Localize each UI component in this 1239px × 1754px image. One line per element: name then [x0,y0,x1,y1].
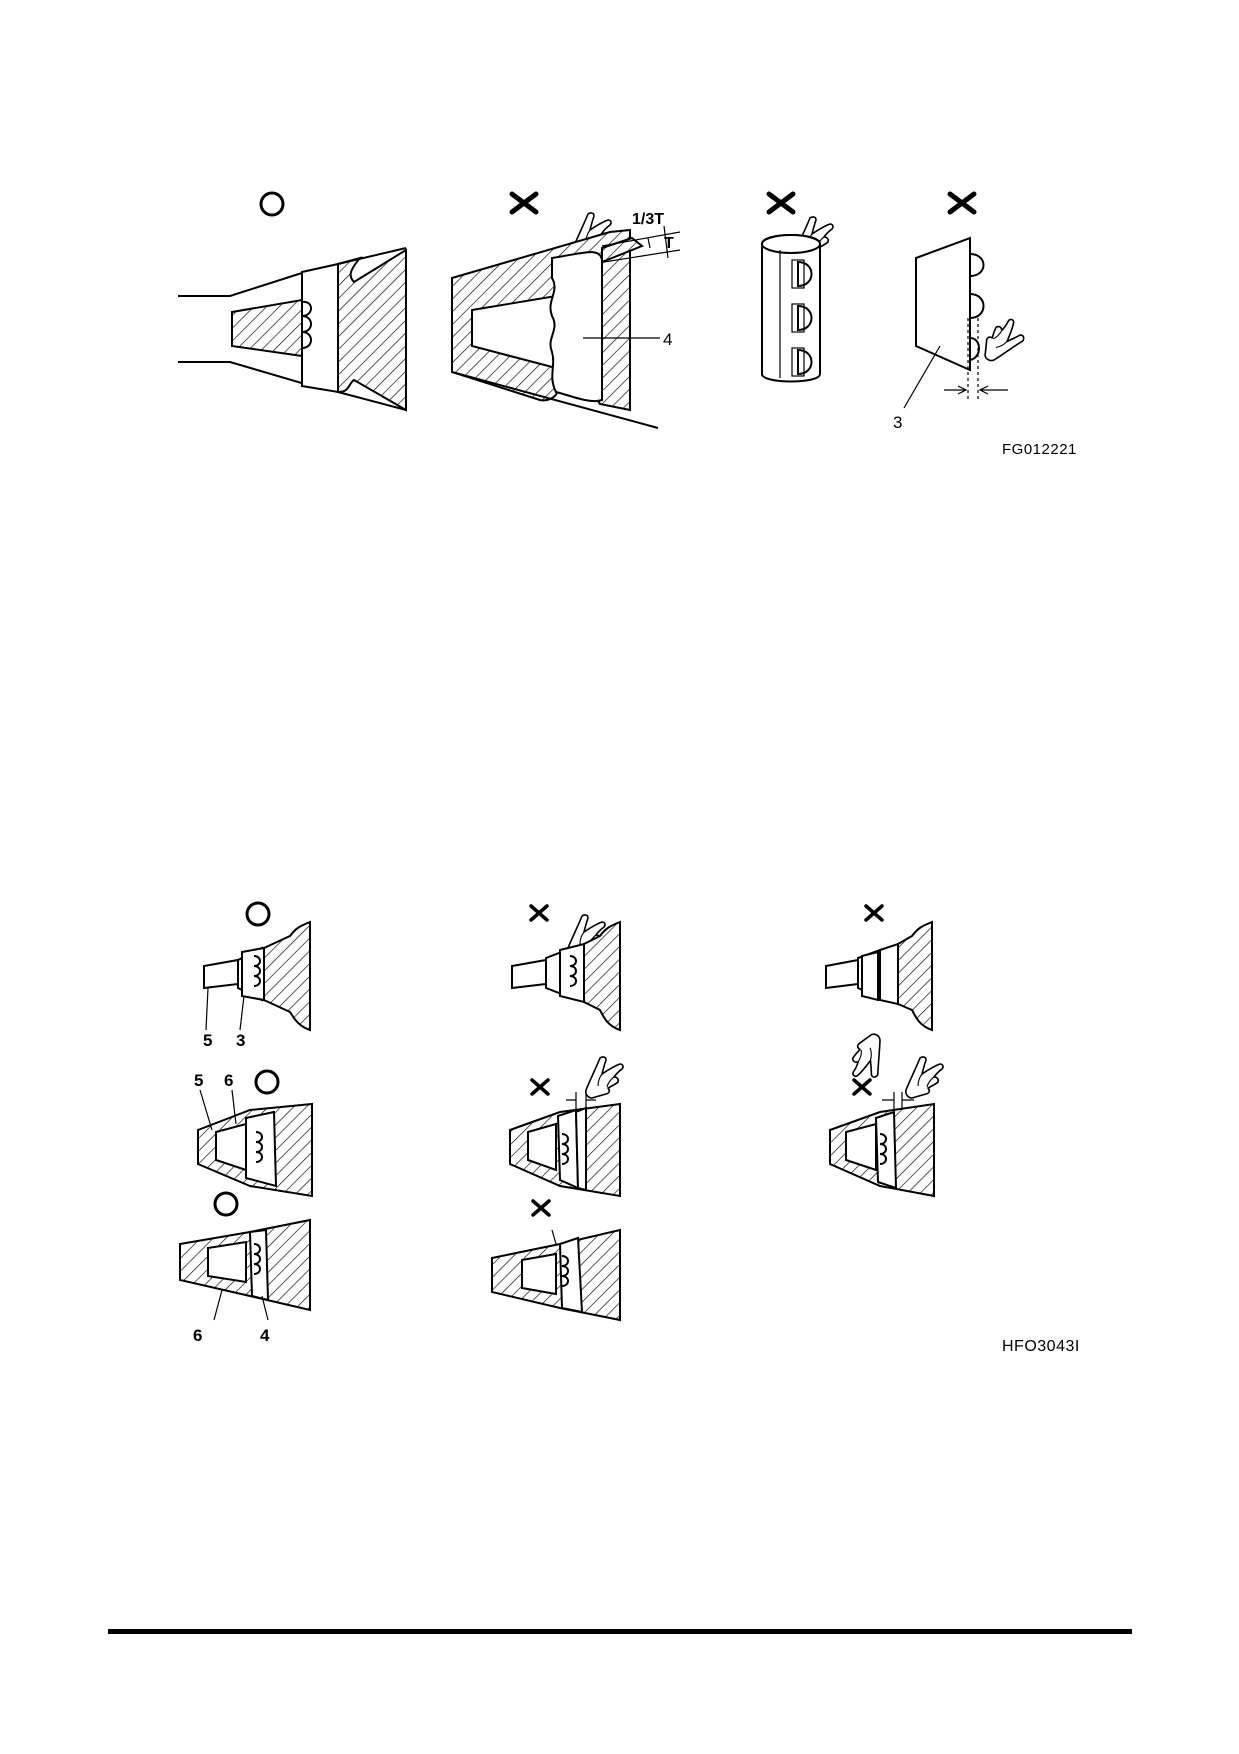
pointing-hand-icon [585,1056,624,1099]
bottom-d-wrong [511,904,621,1032]
cylinder-lenses [791,259,813,377]
wrong-mark-icon [531,1199,551,1217]
dimension-lines [601,225,681,263]
gap-insert [574,1106,587,1192]
shaft-stub [203,958,239,990]
lens-3 [241,946,265,1002]
gap-arrows [944,385,1008,395]
socket-section [583,920,621,1032]
shaft-stub [825,958,859,990]
label-part4: 4 [663,330,672,349]
wrong-mark-icon [769,194,793,212]
label-part3: 3 [893,413,902,432]
label-3: 3 [236,1031,245,1050]
wrong-mark-icon [512,194,536,212]
figure-code: HFO3043I [1002,1338,1080,1355]
figure-code: FG012221 [1002,441,1077,458]
wrong-mark-icon [530,1078,550,1096]
bottom-h-wrong [491,1199,621,1322]
lens-bumps [253,955,261,987]
cavity [521,1252,557,1296]
plate-body [915,236,971,372]
correct-mark-icon [245,901,271,927]
label-5: 5 [203,1031,212,1050]
label-6: 6 [193,1326,202,1345]
correct-mark-icon [213,1191,239,1217]
spacer [879,942,899,1006]
lens-body [301,262,339,394]
socket-section [263,920,311,1032]
cylinder-top [761,234,821,254]
shaft-stub [511,958,547,990]
shaft-outline [178,271,306,385]
gap-indicator [551,1229,557,1245]
lens-bumps [561,1255,569,1287]
leader-lines [199,1089,237,1131]
dim-third-t: 1/3T [632,211,664,228]
dim-t: T [664,235,674,252]
bottom-g-wrong [829,1056,944,1198]
bottom-figure: 5 3 5 6 6 4 [179,901,1080,1355]
pointing-hand-icon [978,316,1028,363]
bottom-a-correct: 5 3 [203,901,311,1050]
cavity [207,1240,247,1284]
top-panel-wrong-cylinder [761,194,834,383]
socket-section [897,920,933,1032]
lens-body [559,942,585,1004]
wrong-mark-icon [529,904,549,922]
lens-bumps [253,1243,261,1275]
cavity [527,1122,557,1172]
bottom-f-wrong [509,1056,624,1198]
lens-bumps [561,1133,569,1165]
gap-dimension [566,1092,596,1112]
bottom-b-correct: 5 6 [194,1069,313,1198]
top-panel-correct [178,191,407,412]
pointing-hand-icon [841,1031,893,1085]
correct-mark-icon [259,191,285,217]
leader-lines [213,1289,269,1321]
lens-bumps [301,300,312,349]
socket-outline [337,247,407,411]
gap-dimension [882,1092,914,1112]
wrong-mark-icon [950,194,974,212]
bottom-e-wrong [825,904,933,1085]
leader-part3 [903,345,941,409]
pointing-hand-icon [905,1056,944,1099]
correct-mark-icon [254,1069,280,1095]
lens-bumps [879,1133,887,1165]
wrong-mark-icon [852,1078,872,1096]
top-panel-wrong-plate: 3 [893,194,1028,432]
socket-section [337,248,407,412]
lens-lip [601,236,644,264]
label-6: 6 [224,1071,233,1090]
bottom-c-correct: 6 4 [179,1191,311,1345]
wrong-mark-icon [864,904,884,922]
label-4: 4 [260,1326,270,1345]
leader-lines [205,987,245,1031]
top-panel-wrong-depth: 1/3T T 4 [451,194,681,429]
lens-body [549,251,603,402]
cavity [845,1122,877,1172]
plate-bumps [969,253,985,361]
inner-cone [231,298,303,358]
top-figure: 1/3T T 4 [178,191,1077,458]
lens-body [861,950,879,1002]
label-5: 5 [194,1071,203,1090]
base-line [451,371,659,429]
footer-rule [108,1629,1132,1634]
gap-guides [967,318,979,400]
lens-bumps [255,1131,263,1163]
lens-bumps [569,955,577,987]
